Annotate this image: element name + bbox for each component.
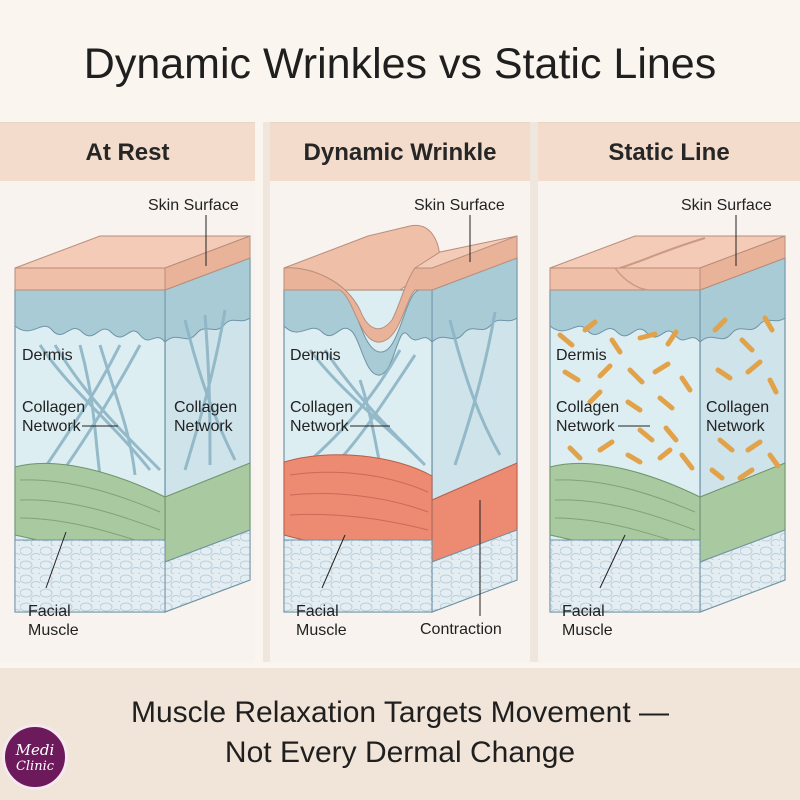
footer-line-1: Muscle Relaxation Targets Movement — xyxy=(130,696,669,729)
panel-header: Static Line xyxy=(538,123,800,181)
label-skin-surface: Skin Surface xyxy=(414,197,505,214)
label-collagen-network: Collagen Network xyxy=(174,399,238,435)
footer-line-2: Not Every Dermal Change xyxy=(224,736,576,769)
block-dynamic-wrinkle xyxy=(283,215,518,616)
label-skin-surface: Skin Surface xyxy=(681,197,772,214)
label-collagen-network: Collagen Network xyxy=(290,399,354,435)
label-collagen-network: Collagen Network xyxy=(556,399,620,435)
fragmented-collagen xyxy=(557,315,781,481)
label-dermis: Dermis xyxy=(290,347,341,364)
label-dermis: Dermis xyxy=(556,347,607,364)
panel-header: Dynamic Wrinkle xyxy=(270,123,530,181)
panel-divider xyxy=(263,122,271,662)
label-contraction: Contraction xyxy=(420,621,502,638)
panel-header: At Rest xyxy=(0,123,255,181)
block-static-line xyxy=(549,215,786,613)
label-dermis: Dermis xyxy=(22,347,73,364)
page-title: Dynamic Wrinkles vs Static Lines xyxy=(83,40,717,88)
label-collagen-network: Collagen Network xyxy=(22,399,86,435)
logo-text-line-2: Clinic xyxy=(15,759,55,774)
logo-text-line-1: Medi xyxy=(15,741,55,759)
panel-title-dynamic-wrinkle: Dynamic Wrinkle xyxy=(303,139,497,166)
block-at-rest xyxy=(14,215,251,613)
footer-banner: Muscle Relaxation Targets Movement — Not… xyxy=(0,668,800,800)
panel-divider xyxy=(530,122,538,662)
label-skin-surface: Skin Surface xyxy=(148,197,239,214)
panel-title-static-line: Static Line xyxy=(608,139,730,166)
label-facial-muscle: Facial Muscle xyxy=(296,603,347,639)
label-collagen-network: Collagen Network xyxy=(706,399,770,435)
label-facial-muscle: Facial Muscle xyxy=(562,603,613,639)
medi-clinic-logo: Medi Clinic xyxy=(2,724,68,790)
panel-title-at-rest: At Rest xyxy=(85,139,170,166)
label-facial-muscle: Facial Muscle xyxy=(28,603,79,639)
